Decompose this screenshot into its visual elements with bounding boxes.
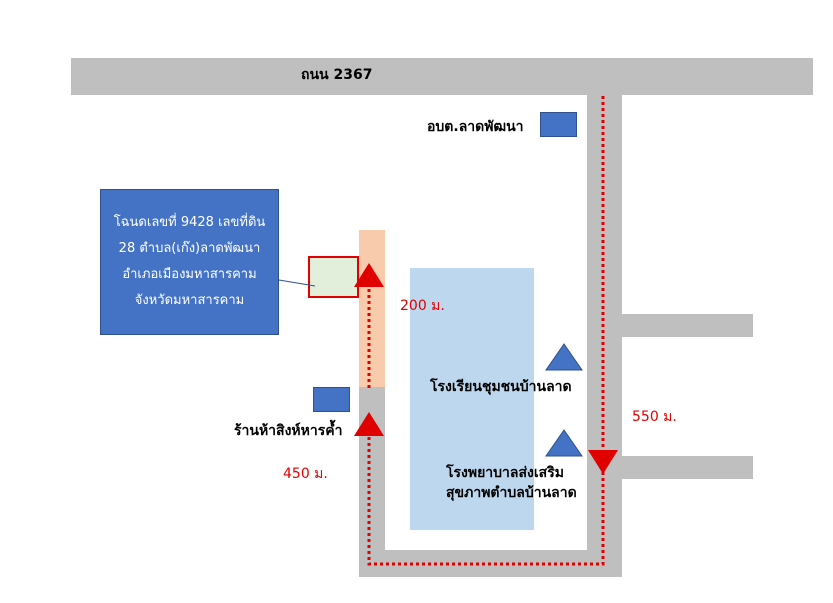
shop-building (313, 387, 350, 412)
hospital-label-line1: โรงพยาบาลส่งเสริม (446, 465, 564, 481)
parcel-callout: โฉนดเลขที่ 9428 เลขที่ดิน 28 ตำบล(เก๊ง)ล… (100, 189, 279, 335)
hospital-marker-icon (545, 429, 583, 457)
parcel-callout-line3: อำเภอเมืองมหาสารคาม (122, 267, 257, 282)
main-road-label: ถนน 2367 (301, 67, 373, 83)
tambon-office-label: อบต.ลาดพัฒนา (427, 119, 524, 135)
tambon-office-building (540, 112, 577, 137)
side-road-lower (622, 456, 753, 479)
parcel-callout-line2: 28 ตำบล(เก๊ง)ลาดพัฒนา (118, 241, 261, 256)
access-lane (359, 230, 385, 387)
distance-550m-label: 550 ม. (632, 409, 677, 425)
school-label: โรงเรียนชุมชนบ้านลาด (430, 379, 572, 395)
side-road-upper (622, 314, 753, 337)
shop-label: ร้านห้าสิงห์หารค้ำ (234, 423, 343, 439)
main-road (71, 58, 813, 95)
hospital-label-line2: สุขภาพตำบลบ้านลาด (446, 485, 577, 501)
school-area (410, 268, 534, 530)
parcel-callout-line1: โฉนดเลขที่ 9428 เลขที่ดิน (113, 215, 266, 230)
route-south-segment (354, 412, 605, 566)
parcel-callout-line4: จังหวัดมหาสารคาม (134, 293, 245, 308)
school-marker-icon (545, 343, 583, 371)
distance-200m-label: 200 ม. (400, 298, 445, 314)
distance-450m-label: 450 ม. (283, 466, 328, 482)
